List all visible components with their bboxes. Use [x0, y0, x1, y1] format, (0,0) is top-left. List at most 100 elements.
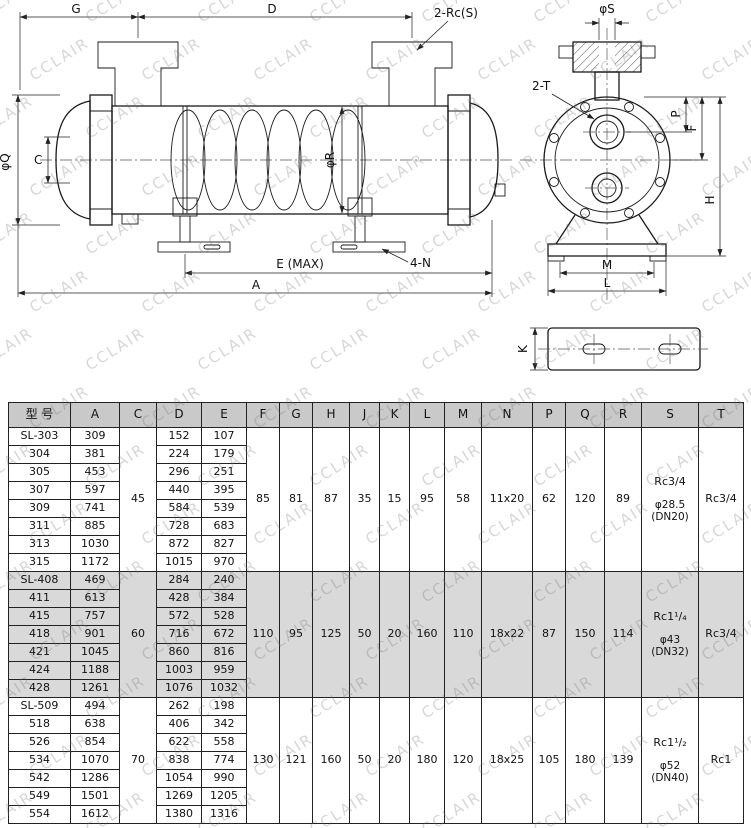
- table-cell: 728: [156, 517, 202, 536]
- table-cell: 81: [279, 427, 313, 572]
- table-cell: 139: [604, 697, 642, 824]
- table-cell: 95: [279, 571, 313, 698]
- table-cell: 198: [201, 697, 247, 716]
- column-header: L: [409, 402, 445, 428]
- table-cell: 18x25: [481, 697, 533, 824]
- column-header: 型 号: [8, 402, 71, 428]
- column-header: Q: [565, 402, 605, 428]
- table-cell: 959: [201, 661, 247, 680]
- table-cell: 58: [444, 427, 482, 572]
- column-header: G: [279, 402, 313, 428]
- table-cell: 1269: [156, 787, 202, 806]
- table-cell: Rc3/4: [698, 571, 744, 698]
- table-cell: 107: [201, 427, 247, 446]
- table-cell: 854: [70, 733, 120, 752]
- spec-line: Rc3/4: [654, 475, 686, 489]
- table-cell: 1286: [70, 769, 120, 788]
- table-cell: 262: [156, 697, 202, 716]
- table-cell: 50: [349, 571, 380, 698]
- table-cell: 406: [156, 715, 202, 734]
- table-cell: 469: [70, 571, 120, 590]
- table-cell: 757: [70, 607, 120, 626]
- table-cell: 453: [70, 463, 120, 482]
- dim-label-K: K: [516, 344, 530, 353]
- table-cell: 1015: [156, 553, 202, 572]
- table-cell: 440: [156, 481, 202, 500]
- dim-label-L: L: [604, 276, 611, 290]
- table-cell: 901: [70, 625, 120, 644]
- dim-label-phiR: φR: [323, 152, 337, 168]
- end-view: φS 2-T P F H M L: [520, 2, 726, 300]
- spec-line: Rc1¹/₄: [653, 610, 687, 624]
- table-cell: 1172: [70, 553, 120, 572]
- table-cell: 240: [201, 571, 247, 590]
- table-cell: 683: [201, 517, 247, 536]
- column-header: D: [156, 402, 202, 428]
- spec-line: φ52: [659, 759, 681, 772]
- shell-body: [55, 94, 506, 226]
- table-cell: 1054: [156, 769, 202, 788]
- column-header: K: [379, 402, 410, 428]
- column-header: F: [246, 402, 280, 428]
- table-cell: 528: [201, 607, 247, 626]
- end-ports: [583, 114, 631, 204]
- column-header: C: [119, 402, 157, 428]
- end-flange: [543, 96, 671, 224]
- table-cell: 1070: [70, 751, 120, 770]
- table-cell: 120: [565, 427, 605, 572]
- dim-label-G: G: [71, 2, 80, 16]
- top-connection: [558, 41, 656, 101]
- table-cell: 494: [70, 697, 120, 716]
- table-cell: 872: [156, 535, 202, 554]
- table-cell: 816: [201, 643, 247, 662]
- table-cell: 424: [8, 661, 71, 680]
- table-cell: 20: [379, 697, 410, 824]
- column-header: N: [481, 402, 533, 428]
- table-cell: 381: [70, 445, 120, 464]
- table-cell: 622: [156, 733, 202, 752]
- table-cell: 309: [70, 427, 120, 446]
- table-cell: 672: [201, 625, 247, 644]
- table-cell: 315: [8, 553, 71, 572]
- table-cell: 85: [246, 427, 280, 572]
- spec-line: φ43: [659, 633, 681, 646]
- table-cell: 597: [70, 481, 120, 500]
- side-view: G D 2-Rc(S) φQ C φR 4-N E (MAX) A: [0, 2, 512, 297]
- dim-label-C: C: [34, 153, 42, 167]
- side-view-dimensions: G D 2-Rc(S) φQ C φR 4-N E (MAX) A: [0, 2, 493, 297]
- spec-line: φ28.5: [654, 498, 686, 511]
- table-cell: 95: [409, 427, 445, 572]
- table-cell: 421: [8, 643, 71, 662]
- table-cell: 89: [604, 427, 642, 572]
- table-cell: 415: [8, 607, 71, 626]
- dim-label-F: F: [685, 124, 699, 131]
- spec-line: (DN40): [651, 771, 689, 784]
- table-cell: 120: [444, 697, 482, 824]
- table-cell: 160: [409, 571, 445, 698]
- saddle-clamp: [347, 197, 373, 217]
- table-cell: 1076: [156, 679, 202, 698]
- table-cell: 121: [279, 697, 313, 824]
- dim-label-D: D: [267, 2, 276, 16]
- table-cell: 35: [349, 427, 380, 572]
- label-4-N: 4-N: [410, 256, 431, 270]
- port-flange-left: [97, 41, 179, 107]
- table-cell: 1188: [70, 661, 120, 680]
- table-cell: 1380: [156, 805, 202, 824]
- table-cell: 1205: [201, 787, 247, 806]
- table-cell: 384: [201, 589, 247, 608]
- table-cell: 554: [8, 805, 71, 824]
- table-cell: 990: [201, 769, 247, 788]
- table-cell: 60: [119, 571, 157, 698]
- table-cell: 613: [70, 589, 120, 608]
